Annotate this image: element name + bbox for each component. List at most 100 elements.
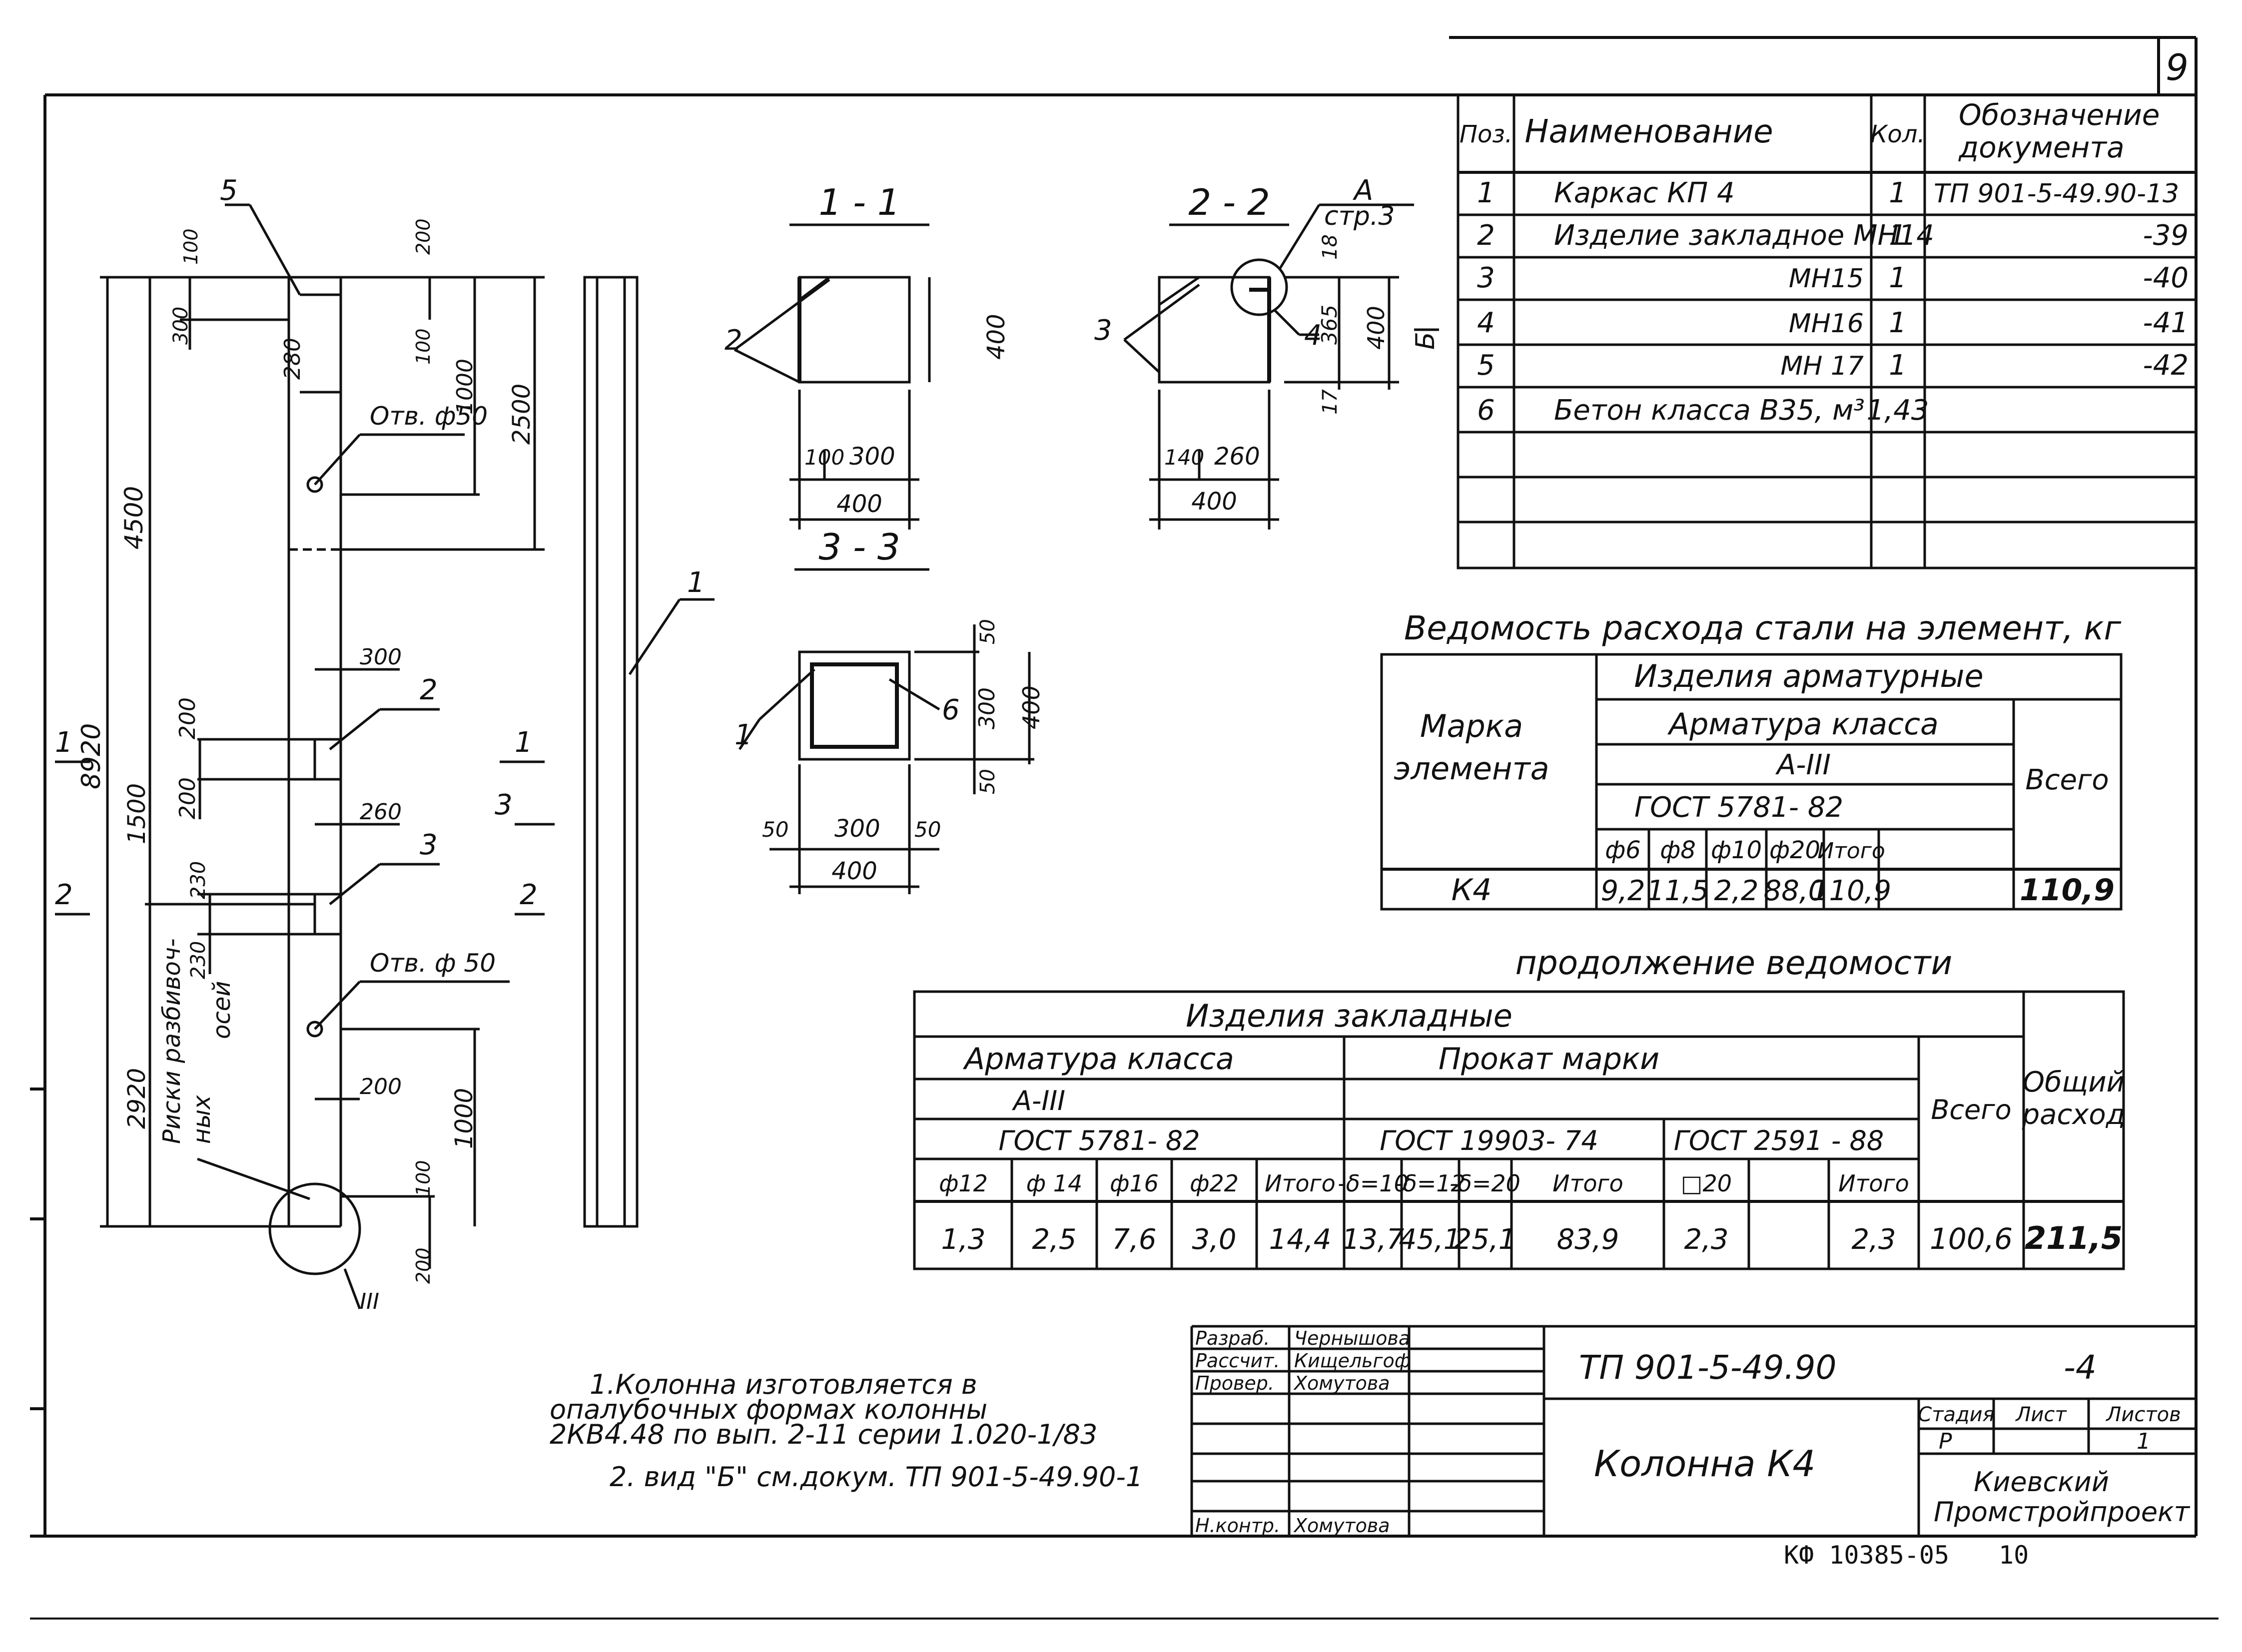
spec-row-name: Изделие закладное МН14 xyxy=(1554,219,1934,252)
tb-title: Колонна К4 xyxy=(1594,1443,1815,1485)
specification-table: Поз. Наименование Кол. Обозначение докум… xyxy=(1457,93,2198,569)
spec-row-name: МН15 xyxy=(1789,264,1864,294)
callout-5: 5 xyxy=(220,174,238,207)
axis-label-2: ных xyxy=(188,1095,216,1144)
s22-dim-17: 17 xyxy=(1319,389,1342,415)
section-2-2: 2 - 2 А стр.3 3 4 xyxy=(1094,174,1441,530)
section-1-1: 1 - 1 2 400 100 300 400 xyxy=(725,181,1010,530)
cont-class: А-III xyxy=(1012,1085,1065,1116)
s11-dim-100: 100 xyxy=(804,445,844,470)
tb-stage-header: Стадия xyxy=(1918,1403,1994,1426)
elevation-dimension: 1000 xyxy=(450,1088,478,1149)
cont-col-header: Итого xyxy=(1552,1170,1623,1197)
steel-table-title: Ведомость расхода стали на элемент, кг xyxy=(1404,609,2121,647)
spec-row-name: Каркас КП 4 xyxy=(1554,177,1735,209)
note-1-line-1: 1.Колонна изготовляется в xyxy=(590,1369,977,1400)
cont-overall-header-2: расход xyxy=(2022,1099,2126,1131)
cut-mark-3-right: 3 xyxy=(495,789,513,821)
cont-value: 7,6 xyxy=(1112,1223,1156,1256)
s22-dim-365: 365 xyxy=(1317,305,1342,345)
tb-sheet-suffix: -4 xyxy=(2064,1348,2097,1387)
cont-col-header: -δ=20 xyxy=(1450,1170,1520,1197)
spec-row-doc: -39 xyxy=(2143,219,2189,252)
tb-sheet-header: Лист xyxy=(2015,1403,2067,1426)
cut-mark-1-right: 1 xyxy=(515,726,533,759)
cont-col-header: □20 xyxy=(1681,1170,1732,1197)
s11-dim-400v: 400 xyxy=(982,314,1010,360)
spec-row-qty: 1 xyxy=(1889,349,1907,382)
steel-armature-class: Арматура класса xyxy=(1667,707,1939,742)
spec-row-qty: 1,43 xyxy=(1867,394,1929,427)
elevation-dimension: 1500 xyxy=(123,783,151,844)
spec-row-pos: 1 xyxy=(1477,177,1495,209)
cont-col-header: Итого xyxy=(1265,1170,1336,1197)
cont-col-header: ф16 xyxy=(1110,1170,1159,1197)
cont-gost-1: ГОСТ 5781- 82 xyxy=(998,1125,1200,1156)
callout-1-side: 1 xyxy=(687,566,705,599)
tb-name: Хомутова xyxy=(1293,1372,1390,1394)
elevation-dimension: 200 xyxy=(175,777,200,819)
note-1-line-3: 2КВ4.48 по вып. 2-11 серии 1.020-1/83 xyxy=(550,1419,1097,1450)
cont-gost-3: ГОСТ 2591 - 88 xyxy=(1674,1125,1884,1156)
section-3-3-title: 3 - 3 xyxy=(818,526,900,568)
s33-dim-50c: 50 xyxy=(762,817,788,842)
spec-row-pos: 5 xyxy=(1477,349,1495,382)
steel-class: А-III xyxy=(1775,749,1831,781)
cont-value: 2,3 xyxy=(1851,1223,1896,1256)
general-notes: 1.Колонна изготовляется в опалубочных фо… xyxy=(550,1369,1143,1493)
spec-row-name: МН16 xyxy=(1789,309,1864,339)
sheet-number: 9 xyxy=(2166,46,2189,88)
archive-page: 10 xyxy=(1999,1541,2029,1570)
steel-row-mark: К4 xyxy=(1452,873,1492,908)
elevation-dimension: 1000 xyxy=(452,359,478,415)
cont-overall-header-1: Общий xyxy=(2023,1066,2125,1099)
cont-rolled: Прокат марки xyxy=(1439,1042,1659,1077)
steel-value-1: 11,5 xyxy=(1647,875,1709,907)
s33-dim-50d: 50 xyxy=(914,817,941,842)
spec-header-qty: Кол. xyxy=(1870,120,1925,148)
elevation-dimension: 200 xyxy=(412,218,434,255)
s22-dim-18: 18 xyxy=(1319,234,1342,260)
note-2: 2. вид "Б" см.докум. ТП 901-5-49.90-1 xyxy=(610,1461,1143,1493)
callout-1-s33: 1 xyxy=(735,719,752,751)
cont-value: 3,0 xyxy=(1192,1223,1236,1256)
s33-dim-400h: 400 xyxy=(831,857,877,885)
s33-dim-50a: 50 xyxy=(976,619,999,644)
steel-table: Изделия арматурные Марка элемента Армату… xyxy=(1380,653,2123,911)
cut-mark-2-right: 2 xyxy=(520,879,538,911)
elevation-dimension: 100 xyxy=(180,228,202,265)
cont-value: 1,3 xyxy=(941,1223,985,1256)
spec-row-name: Бетон класса В35, м³ xyxy=(1554,394,1865,427)
section-1-1-title: 1 - 1 xyxy=(818,181,900,223)
cont-total: 100,6 xyxy=(1930,1222,2013,1256)
cont-value: 2,5 xyxy=(1032,1223,1076,1256)
continuation-title: продолжение ведомости xyxy=(1515,944,1953,982)
cont-armature-class: Арматура класса xyxy=(962,1042,1234,1077)
section-3-3: 3 - 3 1 6 50 300 400 50 50 300 50 400 xyxy=(735,526,1045,894)
callout-4-s22: 4 xyxy=(1304,319,1322,352)
steel-total-header: Всего xyxy=(2025,764,2109,796)
spec-header-doc-2: документа xyxy=(1958,130,2125,164)
s33-dim-300v: 300 xyxy=(974,687,1000,729)
cont-value: 83,9 xyxy=(1557,1223,1619,1256)
elevation-dimension: 200 xyxy=(360,1074,402,1100)
spec-row-pos: 3 xyxy=(1477,262,1495,294)
steel-col-0: ф6 xyxy=(1605,836,1641,864)
elevation-dimension: 2500 xyxy=(508,384,536,445)
s33-dim-300h: 300 xyxy=(834,815,880,843)
tb-role: Н.контр. xyxy=(1195,1515,1280,1537)
steel-mark-header-1: Марка xyxy=(1420,708,1523,744)
spec-row-pos: 2 xyxy=(1477,219,1495,252)
spec-row-name: МН 17 xyxy=(1780,351,1864,381)
elevation-dimension: 4500 xyxy=(119,486,148,550)
cont-value: 14,4 xyxy=(1269,1223,1332,1256)
steel-col-1: ф8 xyxy=(1660,836,1696,864)
elevation-dimension: 280 xyxy=(280,338,305,380)
cont-col-header: -δ=10 xyxy=(1338,1170,1409,1197)
node-label: III xyxy=(360,1289,379,1314)
view-b-mark: Б xyxy=(1411,332,1441,350)
spec-row-qty: 1 xyxy=(1889,177,1907,209)
cont-overall: 211,5 xyxy=(2025,1220,2123,1256)
